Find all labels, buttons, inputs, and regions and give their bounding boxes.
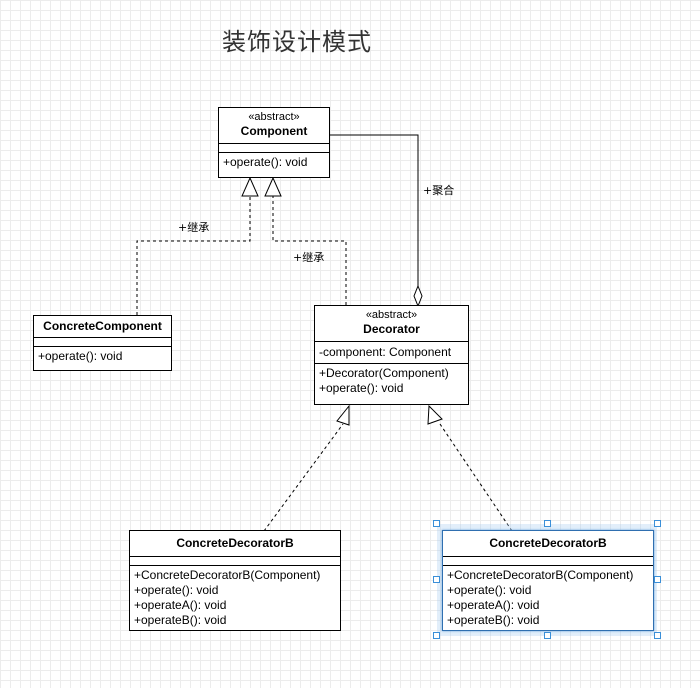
class-concrete-decorator-left-name: ConcreteDecoratorB <box>176 536 294 550</box>
aggregation-edge <box>330 134 419 288</box>
aggregation-diamond <box>413 284 423 308</box>
operation-row: +ConcreteDecoratorB(Component) <box>447 568 634 582</box>
class-decorator-attributes: -component: Component <box>315 341 468 363</box>
inheritance-arrowhead-decorator <box>264 176 282 197</box>
class-concrete-component-attributes <box>34 337 171 346</box>
class-component-attributes <box>219 143 329 152</box>
inheritance-edge-decorator-left <box>263 423 344 532</box>
class-concrete-component-header: ConcreteComponent <box>34 316 171 337</box>
class-decorator-stereotype: «abstract» <box>365 309 418 321</box>
class-decorator-name: Decorator <box>363 322 420 336</box>
class-concrete-component-name: ConcreteComponent <box>43 319 162 333</box>
label-inheritance-decorator: +继承 <box>293 251 325 264</box>
label-aggregation: +聚合 <box>423 184 455 197</box>
resize-handle-bottom-right[interactable] <box>654 632 661 639</box>
class-component-name: Component <box>240 124 308 138</box>
resize-handle-top-left[interactable] <box>433 520 440 527</box>
class-decorator[interactable]: «abstract» Decorator -component: Compone… <box>314 305 469 405</box>
class-concrete-component[interactable]: ConcreteComponent +operate(): void <box>33 315 172 371</box>
resize-handle-top-right[interactable] <box>654 520 661 527</box>
class-decorator-header: «abstract» Decorator <box>315 306 468 341</box>
class-concrete-component-operations: +operate(): void <box>34 346 171 366</box>
class-concrete-decorator-right-attributes <box>443 556 653 565</box>
inheritance-arrowhead-concrete-component <box>241 176 259 197</box>
class-concrete-decorator-left[interactable]: ConcreteDecoratorB +ConcreteDecoratorB(C… <box>129 530 341 631</box>
class-component[interactable]: «abstract» Component +operate(): void <box>218 107 330 178</box>
operation-row: +operateA(): void <box>447 598 540 612</box>
operation-row: +Decorator(Component) <box>319 366 449 380</box>
class-decorator-operations: +Decorator(Component) +operate(): void <box>315 363 468 398</box>
class-concrete-decorator-right-header: ConcreteDecoratorB <box>443 531 653 556</box>
class-component-operations: +operate(): void <box>219 152 329 172</box>
class-concrete-decorator-right-operations: +ConcreteDecoratorB(Component) +operate(… <box>443 565 653 630</box>
operation-row: +operateB(): void <box>134 613 227 627</box>
resize-handle-bottom-left[interactable] <box>433 632 440 639</box>
class-component-header: «abstract» Component <box>219 108 329 143</box>
attribute-row: -component: Component <box>319 345 452 359</box>
operation-row: +operateB(): void <box>447 613 540 627</box>
operation-row: +operate(): void <box>223 155 308 169</box>
label-inheritance-concrete-component: +继承 <box>178 221 210 234</box>
inheritance-edge-concrete-component <box>136 195 251 315</box>
class-concrete-decorator-left-attributes <box>130 556 340 565</box>
inheritance-edge-decorator-right <box>439 423 513 532</box>
resize-handle-middle-right[interactable] <box>654 576 661 583</box>
inheritance-edge-decorator <box>272 195 347 305</box>
class-component-stereotype: «abstract» <box>248 111 300 123</box>
class-concrete-decorator-right-name: ConcreteDecoratorB <box>489 536 607 550</box>
class-concrete-decorator-right[interactable]: ConcreteDecoratorB +ConcreteDecoratorB(C… <box>442 530 654 631</box>
resize-handle-bottom-center[interactable] <box>544 632 551 639</box>
operation-row: +operate(): void <box>447 583 532 597</box>
operation-row: +operate(): void <box>319 381 404 395</box>
class-concrete-decorator-left-operations: +ConcreteDecoratorB(Component) +operate(… <box>130 565 340 630</box>
resize-handle-top-center[interactable] <box>544 520 551 527</box>
resize-handle-middle-left[interactable] <box>433 576 440 583</box>
inheritance-arrowhead-decorator-left <box>336 404 350 426</box>
operation-row: +operateA(): void <box>134 598 227 612</box>
operation-row: +ConcreteDecoratorB(Component) <box>134 568 321 582</box>
inheritance-arrowhead-decorator-right <box>427 404 443 425</box>
diagram-title: 装饰设计模式 <box>222 28 372 56</box>
operation-row: +operate(): void <box>134 583 219 597</box>
class-concrete-decorator-left-header: ConcreteDecoratorB <box>130 531 340 556</box>
operation-row: +operate(): void <box>38 349 123 363</box>
